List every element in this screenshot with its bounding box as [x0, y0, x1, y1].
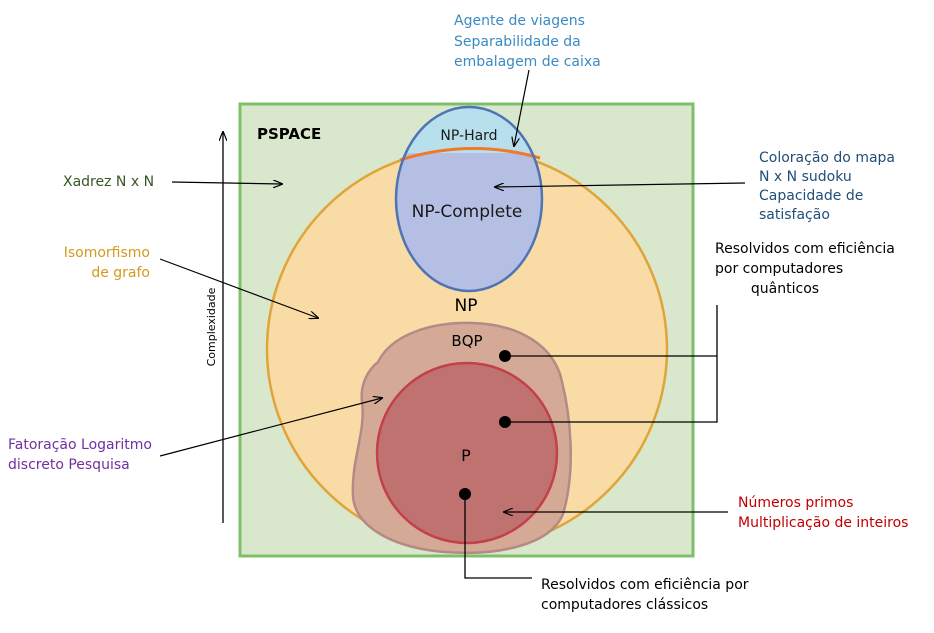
quantum-note-line: Resolvidos com eficiência	[715, 241, 895, 257]
np-arrow	[159, 258, 318, 318]
np-example-line: Isomorfismo	[64, 245, 150, 261]
classical-note-line: Resolvidos com eficiência por	[541, 577, 749, 593]
quantum-note-line: por computadores	[715, 261, 843, 277]
complexity-axis-label: Complexidade	[205, 287, 218, 366]
pspace-label: PSPACE	[257, 125, 321, 143]
np-example: Isomorfismo de grafo	[64, 245, 150, 281]
p-examples: Números primos Multiplicação de inteiros	[738, 495, 908, 531]
np-complete-example-line: Coloração do mapa	[759, 150, 895, 166]
np-hard-example-line: Separabilidade da	[454, 34, 581, 50]
quantum-efficient-note: Resolvidos com eficiência por computador…	[715, 241, 895, 297]
np-example-line: de grafo	[91, 265, 150, 281]
np-complete-arrow	[495, 182, 746, 187]
bqp-example: Fatoração Logaritmo discreto Pesquisa	[8, 437, 152, 473]
classical-note-line: computadores clássicos	[541, 597, 708, 613]
np-hard-label: NP-Hard	[440, 128, 497, 144]
classical-efficient-note: Resolvidos com eficiência por computador…	[541, 577, 749, 613]
quantum-note-line: quânticos	[751, 281, 819, 297]
bqp-example-line: discreto Pesquisa	[8, 457, 130, 473]
pspace-example: Xadrez N x N	[63, 174, 154, 190]
np-hard-examples: Agente de viagens Separabilidade da emba…	[454, 13, 601, 70]
p-region	[375, 361, 559, 545]
quantum-connector-lower	[505, 305, 718, 423]
np-complete-example-line: N x N sudoku	[759, 169, 852, 185]
classical-connector	[464, 494, 532, 579]
np-complete-label: NP-Complete	[412, 202, 523, 222]
np-complete-examples: Coloração do mapa N x N sudoku Capacidad…	[759, 150, 895, 223]
np-hard-boundary	[399, 146, 541, 162]
np-hard-arrow	[514, 69, 530, 146]
np-complete-example-line: satisfação	[759, 207, 830, 223]
np-complete-example-line: Capacidade de	[759, 188, 863, 204]
pspace-arrow	[171, 182, 282, 184]
np-hard-example-line: Agente de viagens	[454, 13, 585, 29]
p-example-line: Multiplicação de inteiros	[738, 515, 908, 531]
p-label: P	[461, 446, 471, 465]
np-hard-example-line: embalagem de caixa	[454, 54, 601, 70]
bqp-label: BQP	[451, 332, 482, 350]
p-example-line: Números primos	[738, 495, 853, 511]
np-label: NP	[455, 296, 478, 316]
bqp-example-line: Fatoração Logaritmo	[8, 437, 152, 453]
bqp-arrow	[159, 398, 382, 457]
